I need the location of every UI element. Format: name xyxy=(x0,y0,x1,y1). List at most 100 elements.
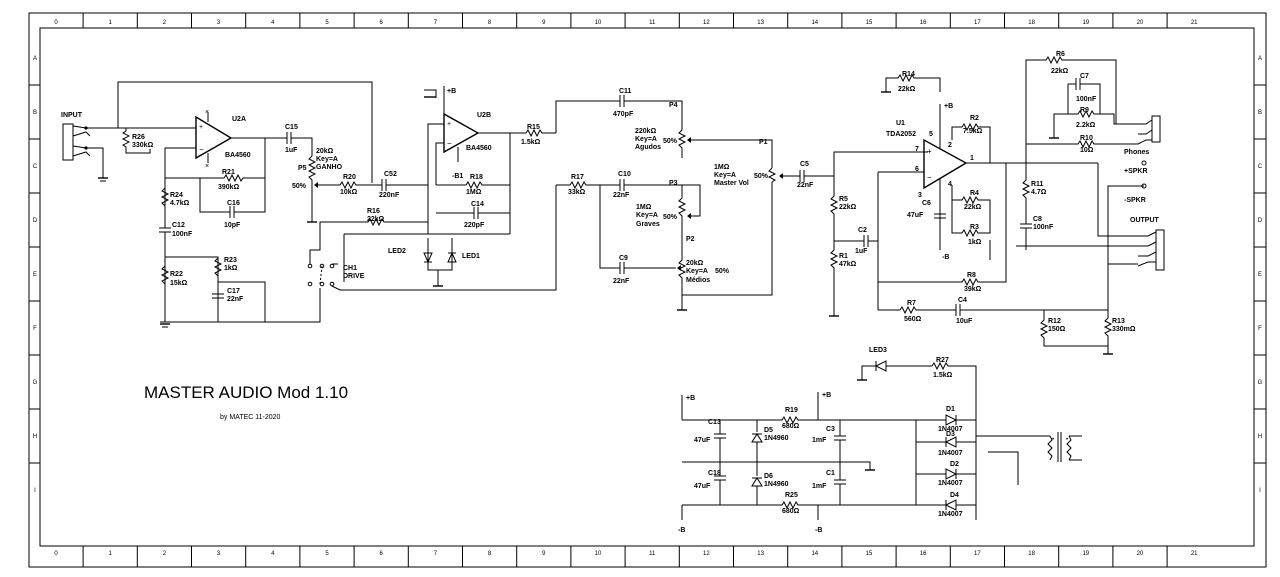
p1-name: Master Vol xyxy=(714,180,749,187)
r1-label: R1 xyxy=(839,253,848,260)
frame-row-letter: G xyxy=(33,380,38,386)
frame-column-number: 3 xyxy=(217,551,221,557)
r12-label: R12 xyxy=(1048,318,1061,325)
svg-text:•: • xyxy=(1066,437,1068,443)
p3-name: Graves xyxy=(636,221,660,228)
frame-column-number: 5 xyxy=(325,551,329,557)
frame-column-number: 0 xyxy=(54,551,58,557)
c5-label: C5 xyxy=(800,161,809,168)
frame-column-number: 7 xyxy=(434,20,438,26)
frame-column-number: 4 xyxy=(271,20,275,26)
r1-value: 47kΩ xyxy=(839,261,857,268)
c7-value: 100nF xyxy=(1076,96,1097,103)
u2a-ic: BA4560 xyxy=(225,152,251,159)
p2-percent: 50% xyxy=(715,268,730,275)
r22-value: 15kΩ xyxy=(170,280,188,287)
frame-row-letter: H xyxy=(33,434,37,440)
r19-value: 680Ω xyxy=(782,423,800,430)
c17-value: 22nF xyxy=(227,296,244,303)
p4-value: 220kΩ xyxy=(635,128,657,135)
d2-value: 1N4007 xyxy=(938,480,963,487)
frame-column-number: 6 xyxy=(380,551,384,557)
d6-value: 1N4960 xyxy=(764,481,789,488)
u1-pin7: 7 xyxy=(915,146,919,153)
p3-label: P3 xyxy=(669,180,678,187)
r22-label: R22 xyxy=(170,271,183,278)
frame-column-number: 14 xyxy=(811,551,818,557)
frame-column-number: 4 xyxy=(271,551,275,557)
c18-value: 47uF xyxy=(694,483,711,490)
drawing-title: MASTER AUDIO Mod 1.10 xyxy=(144,383,348,402)
ch1-name: DRIVE xyxy=(343,273,365,280)
d1-value: 1N4007 xyxy=(938,426,963,433)
drawing-subtitle: by MATEC 11-2020 xyxy=(220,414,281,421)
c10-label: C10 xyxy=(618,171,631,178)
r3-label: R3 xyxy=(970,224,979,231)
frame-column-number: 9 xyxy=(542,20,546,26)
u1-label: U1 xyxy=(896,120,905,127)
frame-column-number: 9 xyxy=(542,551,546,557)
r25-label: R25 xyxy=(785,492,798,499)
r6-label: R6 xyxy=(1056,51,1065,58)
r20-label: R20 xyxy=(343,174,356,181)
frame-column-number: 14 xyxy=(811,20,818,26)
r4-value: 22kΩ xyxy=(964,204,982,211)
frame-column-number: 16 xyxy=(920,20,927,26)
frame-column-number: 20 xyxy=(1137,551,1144,557)
r8-value: 39kΩ xyxy=(964,286,982,293)
r15-label: R15 xyxy=(527,124,540,131)
frame-row-letter: A xyxy=(33,56,37,62)
c1-label: C1 xyxy=(826,470,835,477)
r14-label: R14 xyxy=(902,71,915,78)
r9-label: R9 xyxy=(1080,107,1089,114)
d1-label: D1 xyxy=(946,406,955,413)
led3-label: LED3 xyxy=(869,347,887,354)
r13-value: 330mΩ xyxy=(1112,326,1136,333)
frame-row-letter: A xyxy=(1258,56,1262,62)
frame-column-number: 3 xyxy=(217,20,221,26)
c3-label: C3 xyxy=(826,426,835,433)
d5-label: D5 xyxy=(764,427,773,434)
frame-row-letter: B xyxy=(33,110,37,116)
c14-label: C14 xyxy=(471,201,484,208)
frame-column-number: 20 xyxy=(1137,20,1144,26)
c12-value: 100nF xyxy=(172,231,193,238)
frame-row-letter: H xyxy=(1258,434,1262,440)
frame-column-number: 18 xyxy=(1028,551,1035,557)
p3-value: 1MΩ xyxy=(636,204,652,211)
r10-label: R10 xyxy=(1080,135,1093,142)
input-jack: INPUT xyxy=(61,112,96,161)
led2-label: LED2 xyxy=(388,248,406,255)
u1-pin1: 1 xyxy=(970,155,974,162)
r19-label: R19 xyxy=(785,407,798,414)
frame-row-letter: F xyxy=(1258,326,1262,332)
u2b-pos-rail: +B xyxy=(447,88,456,95)
c11-label: C11 xyxy=(619,88,632,95)
frame-column-number: 12 xyxy=(703,20,710,26)
phones-label: Phones xyxy=(1124,149,1149,156)
r9-value: 2.2kΩ xyxy=(1076,122,1096,129)
output-label: OUTPUT xyxy=(1130,217,1160,224)
r4-label: R4 xyxy=(970,190,979,197)
u1-pin5: 5 xyxy=(929,131,933,138)
u1-pin6: 6 xyxy=(915,166,919,173)
psu-neg-rail-right: -B xyxy=(815,527,822,534)
u1-pin4: 4 xyxy=(948,181,952,188)
frame-column-number: 7 xyxy=(434,551,438,557)
p5-value: 20kΩ xyxy=(316,148,334,155)
c52-label: C52 xyxy=(384,171,397,178)
r26-label: R26 xyxy=(132,134,145,141)
frame-row-letter: D xyxy=(33,218,38,224)
r24-label: R24 xyxy=(170,192,183,199)
r5-label: R5 xyxy=(839,196,848,203)
frame-row-letter: B xyxy=(1258,110,1262,116)
r15-value: 1.5kΩ xyxy=(521,139,541,146)
frame-row-letter: C xyxy=(33,164,38,170)
p5-label: P5 xyxy=(298,165,307,172)
u1-neg-rail: -B xyxy=(942,254,949,261)
r27-label: R27 xyxy=(936,357,949,364)
p2-label: P2 xyxy=(686,236,695,243)
r21-label: R21 xyxy=(222,169,235,176)
r23-label: R23 xyxy=(224,257,237,264)
